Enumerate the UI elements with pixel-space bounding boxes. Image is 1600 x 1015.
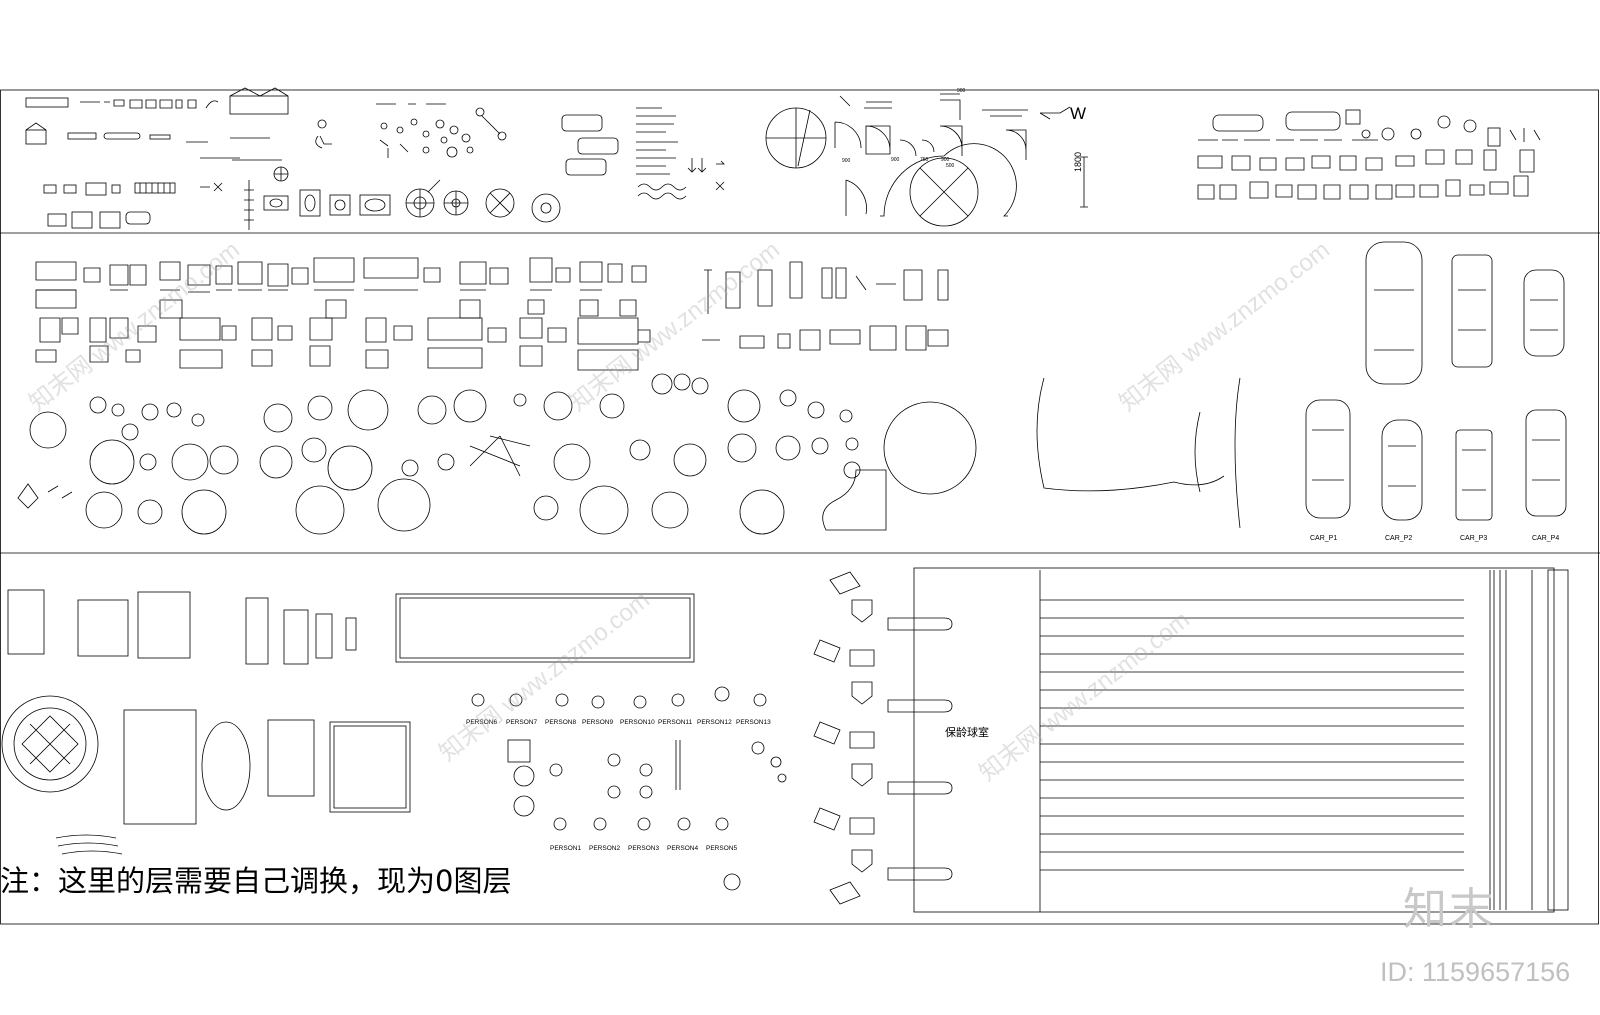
dimension-width-label: W [1070, 104, 1087, 123]
person-label: PERSON6 [466, 719, 497, 726]
watermark-logo: 知末 [1403, 884, 1495, 935]
doors-group [765, 93, 1088, 227]
person-label: PERSON11 [658, 719, 693, 726]
car-label: CAR_P1 [1310, 535, 1337, 542]
person-label: PERSON9 [582, 719, 613, 726]
door-dimension: 900 [842, 158, 851, 164]
car-label: CAR_P3 [1460, 535, 1487, 542]
plants-group [17, 373, 1241, 535]
bowling-alley-group [813, 567, 1569, 913]
person-label: PERSON1 [550, 845, 581, 852]
person-label: PERSON10 [620, 719, 655, 726]
people-group [471, 686, 787, 891]
furniture-group [35, 257, 651, 371]
door-dimension: 750 [920, 157, 929, 163]
misc-symbols-group [25, 87, 391, 230]
person-label: PERSON7 [506, 719, 537, 726]
person-label: PERSON5 [706, 845, 737, 852]
sanitary-group [1197, 109, 1541, 200]
person-label: PERSON8 [545, 719, 576, 726]
person-label: PERSON3 [628, 845, 659, 852]
door-dimension: 900 [891, 157, 900, 163]
door-dimension: 500 [946, 163, 955, 169]
patterns-group [1, 589, 695, 855]
sheet-frame [0, 89, 1599, 925]
car-label: CAR_P2 [1385, 535, 1412, 542]
bowling-room-label: 保龄球室 [945, 726, 989, 739]
electrical-symbols-group [376, 103, 561, 223]
door-dimension: 900 [957, 88, 966, 94]
person-label: PERSON4 [667, 845, 698, 852]
car-label: CAR_P4 [1532, 535, 1559, 542]
watermark-id: ID: 1159657156 [1380, 957, 1571, 987]
door-dimension: 900 [941, 157, 950, 163]
line-types-group [561, 107, 725, 200]
person-label: PERSON13 [736, 719, 771, 726]
layer-note: 注：这里的层需要自己调换，现为0图层 [0, 864, 512, 898]
person-label: PERSON2 [589, 845, 620, 852]
person-label: PERSON12 [697, 719, 732, 726]
dimension-height-label: 1800 [1073, 151, 1083, 172]
gym-equipment-group [702, 261, 949, 351]
cars-group [1305, 241, 1567, 521]
